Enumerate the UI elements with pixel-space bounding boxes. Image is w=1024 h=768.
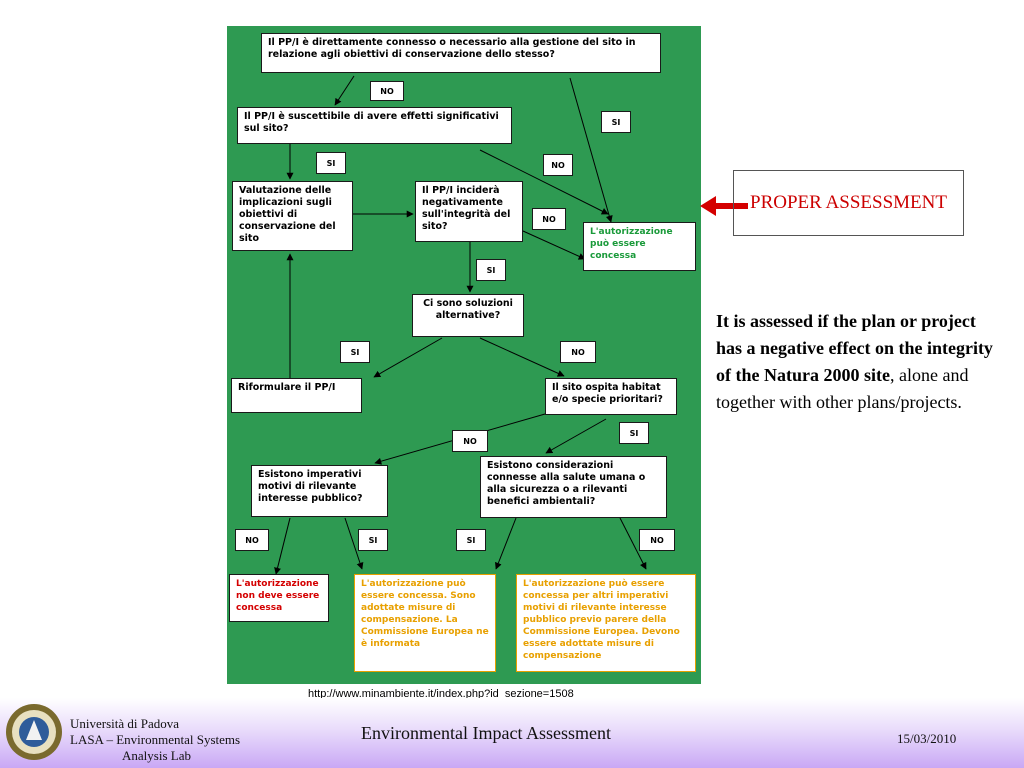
label-si-q2: SI — [316, 152, 346, 174]
proper-assessment-callout: PROPER ASSESSMENT — [733, 170, 964, 236]
footer-title: Environmental Impact Assessment — [361, 723, 611, 743]
outcome-commission: L'autorizzazione può essere concessa per… — [516, 574, 696, 672]
label-no-q9: NO — [639, 529, 675, 551]
arrow-q7-q9 — [545, 418, 607, 454]
arrow-q1-granted — [569, 77, 613, 223]
question-health-safety: Esistono considerazioni connesse alla sa… — [480, 456, 667, 518]
arrow-q4-granted — [522, 230, 586, 260]
arrow-q8-compensation — [344, 517, 364, 570]
label-si-q4: SI — [476, 259, 506, 281]
university-name: Università di Padova — [70, 716, 180, 731]
outcome-compensation: L'autorizzazione può essere concessa. So… — [354, 574, 496, 672]
arrow-q2-granted — [479, 149, 609, 215]
outcome-granted: L'autorizzazione può essere concessa — [583, 222, 696, 271]
label-si-q5: SI — [340, 341, 370, 363]
step-reformulate: Riformulare il PP/I — [231, 378, 362, 413]
flowchart: Il PP/I è direttamente connesso o necess… — [227, 26, 701, 684]
label-no-q2: NO — [543, 154, 573, 176]
label-no-q1: NO — [370, 81, 404, 101]
description-bold: It is assessed if the plan or project ha… — [716, 311, 993, 385]
arrow-q1-q2 — [334, 75, 355, 106]
arrow-q5-q6 — [373, 337, 443, 378]
university-seal-icon — [6, 704, 62, 760]
label-no-q5: NO — [560, 341, 596, 363]
lab-name-line1: LASA – Environmental Systems — [70, 732, 241, 747]
label-si-q1: SI — [601, 111, 631, 133]
assessment-description: It is assessed if the plan or project ha… — [716, 308, 996, 416]
question-significant-effects: Il PP/I è suscettibile di avere effetti … — [237, 107, 512, 144]
source-url: http://www.minambiente.it/index.php?id_s… — [308, 688, 574, 700]
question-priority-habitat: Il sito ospita habitat e/o specie priori… — [545, 378, 677, 415]
label-no-q7: NO — [452, 430, 488, 452]
step-evaluation: Valutazione delle implicazioni sugli obi… — [232, 181, 353, 251]
arrow-q9-commission — [619, 517, 647, 570]
question-direct-connection: Il PP/I è direttamente connesso o necess… — [261, 33, 661, 73]
label-si-q9: SI — [456, 529, 486, 551]
label-no-q8: NO — [235, 529, 269, 551]
outcome-denied: L'autorizzazione non deve essere concess… — [229, 574, 329, 622]
flow-arrows — [274, 75, 647, 575]
red-arrow-icon — [700, 196, 748, 216]
footer-bar: Università di Padova LASA – Environmenta… — [0, 698, 1024, 768]
description-rest: , alone and together with other plans/pr… — [716, 365, 969, 412]
label-si-q8: SI — [358, 529, 388, 551]
label-no-q4: NO — [532, 208, 566, 230]
footer-date: 15/03/2010 — [897, 731, 957, 746]
university-block: Università di Padova LASA – Environmenta… — [70, 716, 240, 764]
question-negative-integrity: Il PP/I inciderà negativamente sull'inte… — [415, 181, 523, 242]
question-public-interest: Esistono imperativi motivi di rilevante … — [251, 465, 388, 517]
question-alternatives: Ci sono soluzioni alternative? — [412, 294, 524, 337]
lab-name-line2: Analysis Lab — [122, 748, 191, 763]
arrow-q9-compensation — [495, 517, 517, 570]
arrow-q8-denied — [274, 517, 291, 575]
arrow-q5-q7 — [479, 337, 565, 377]
label-si-q7: SI — [619, 422, 649, 444]
